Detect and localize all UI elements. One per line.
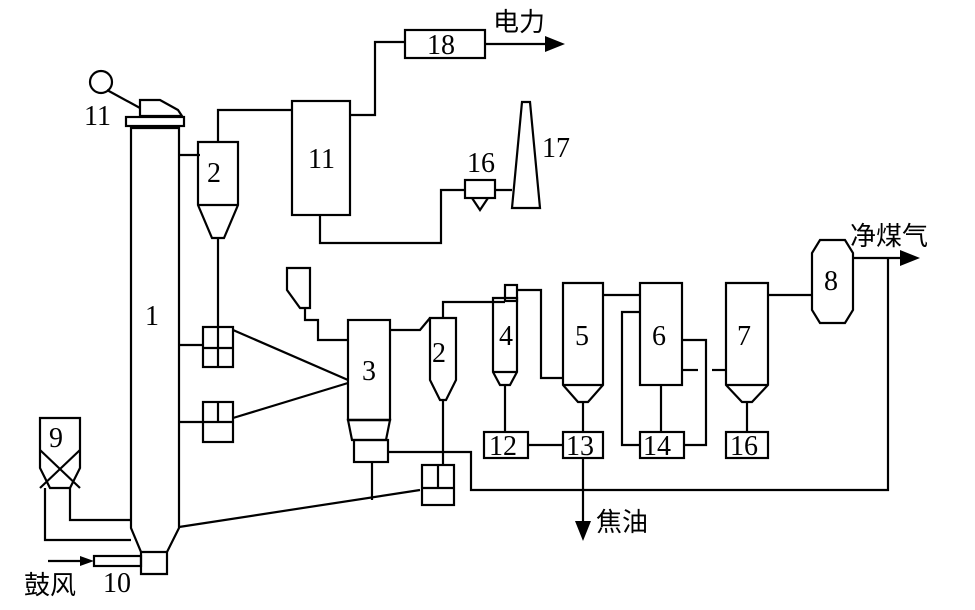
pump-14: 14 (638, 430, 686, 462)
gasifier-label: 1 (145, 301, 159, 332)
unit6-label: 6 (652, 321, 666, 352)
gasifier-1: 1 (129, 126, 181, 576)
ash-valve-mid (420, 463, 456, 507)
hopper-label: 9 (49, 423, 63, 454)
blast-air-label: 鼓风 (24, 571, 76, 601)
clean-gas-output-label: 净煤气 (850, 222, 928, 252)
filter-top-label: 16 (467, 148, 495, 179)
separator-3: 3 (346, 318, 392, 464)
unit-5: 5 (561, 281, 605, 404)
cyclone-2-top: 2 (179, 108, 292, 240)
coal-hopper (285, 266, 348, 342)
blower-label: 10 (103, 568, 131, 599)
pump12-label: 12 (489, 431, 517, 462)
generator-label: 18 (427, 30, 455, 61)
pump14-label: 14 (643, 431, 671, 462)
chimney-17: 17 (510, 100, 570, 210)
pump-13: 13 (561, 430, 605, 462)
generator-18: 18 (403, 28, 487, 61)
chimney-label: 17 (542, 133, 570, 164)
unit-7: 7 (724, 281, 770, 404)
electricity-output-label: 电力 (493, 8, 545, 38)
separator-label: 3 (362, 356, 376, 387)
waste-heat-boiler-11: 11 (290, 99, 352, 217)
return-line-1 (232, 328, 349, 382)
return-line-2 (232, 381, 349, 420)
filter-16-top: 16 (463, 148, 497, 212)
cyclone-top-label: 2 (207, 158, 221, 189)
hopper-9: 9 (38, 416, 82, 490)
pump-16: 16 (724, 430, 770, 462)
unit-8: 8 (810, 238, 855, 325)
feeder-label: 11 (84, 101, 111, 132)
unit8-label: 8 (824, 266, 838, 297)
pump16-label: 16 (730, 431, 758, 462)
ash-valve-upper (201, 238, 235, 369)
pump-12: 12 (482, 430, 530, 462)
unit-4: 4 (491, 283, 519, 387)
tar-output-label: 焦油 (596, 508, 648, 538)
coal-feeder-11: 11 (84, 69, 186, 132)
cyclone-2-mid: 2 (428, 316, 458, 402)
ash-valve-lower (201, 400, 235, 444)
unit-6: 6 (638, 281, 684, 387)
pump13-label: 13 (566, 431, 594, 462)
unit7-label: 7 (737, 321, 751, 352)
blower-10: 10 (92, 554, 143, 599)
boiler-label: 11 (308, 144, 335, 175)
return-line-3 (178, 488, 421, 529)
cyclone-mid-label: 2 (432, 338, 446, 369)
unit4-label: 4 (499, 321, 513, 352)
unit5-label: 5 (575, 321, 589, 352)
